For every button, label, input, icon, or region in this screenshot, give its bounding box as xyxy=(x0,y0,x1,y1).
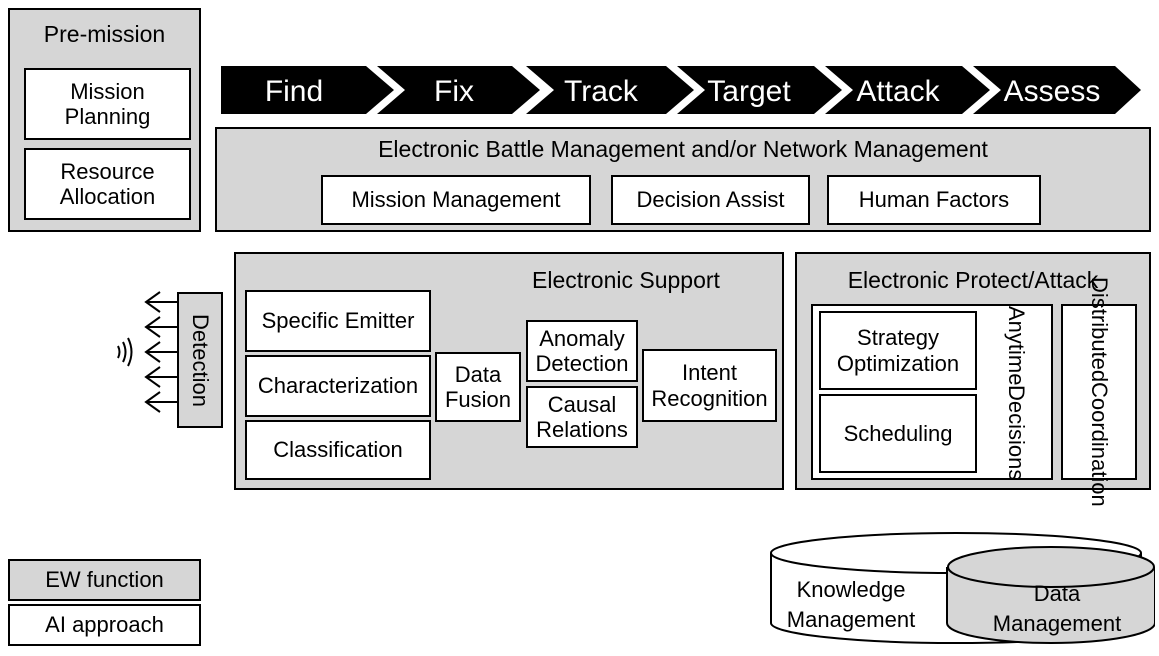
characterization-box: Characterization xyxy=(245,355,431,417)
causal-relations-line1: Causal xyxy=(547,391,617,417)
human-factors-box: Human Factors xyxy=(827,175,1041,225)
legend-ai-approach: AI approach xyxy=(8,604,201,646)
antenna-array xyxy=(117,291,178,413)
epa-title: Electronic Protect/Attack xyxy=(847,267,1099,293)
distributed-coordination-line1: Distributed xyxy=(1087,277,1113,383)
ebm-title: Electronic Battle Management and/or Netw… xyxy=(378,136,988,162)
classification-box: Classification xyxy=(245,420,431,480)
resource-allocation-line2: Allocation xyxy=(59,184,156,209)
anytime-decisions-line2: Decisions xyxy=(1004,385,1030,481)
strategy-optimization-line2: Optimization xyxy=(836,350,960,376)
intent-recognition-line1: Intent xyxy=(681,360,738,386)
causal-relations-line2: Relations xyxy=(536,417,628,442)
chevron-track xyxy=(526,66,694,114)
data-management-line1: Data xyxy=(1034,581,1081,606)
data-management-line2: Management xyxy=(993,611,1121,636)
premission-title: Pre-mission xyxy=(43,21,166,47)
scheduling-box: Scheduling xyxy=(819,394,977,473)
kill-chain: Find Fix Track Target Attack Assess xyxy=(221,66,1141,114)
chevron-attack xyxy=(825,66,990,114)
data-cylinder-body xyxy=(946,567,1155,644)
chevron-fix xyxy=(377,66,540,114)
legend-ew-function: EW function xyxy=(8,559,201,601)
es-title: Electronic Support xyxy=(532,267,720,293)
knowledge-management-line2: Management xyxy=(787,607,915,632)
knowledge-management-line1: Knowledge xyxy=(797,577,906,602)
resource-allocation-box: Resource Allocation xyxy=(24,148,191,220)
anomaly-detection-line2: Detection xyxy=(535,351,629,376)
chevron-assess-label: Assess xyxy=(1004,75,1101,108)
chevron-track-label: Track xyxy=(564,75,639,108)
storage-cylinders: Knowledge Management Data Management xyxy=(770,532,1155,644)
detection-box: Detection xyxy=(177,292,223,428)
anytime-decisions-label: Anytime Decisions xyxy=(983,306,1049,481)
decision-assist-box: Decision Assist xyxy=(611,175,810,225)
chevron-target-label: Target xyxy=(707,75,791,108)
chevron-find xyxy=(221,66,394,114)
mission-planning-line1: Mission xyxy=(70,78,145,104)
distributed-coordination-line2: Coordination xyxy=(1087,382,1113,507)
chevron-find-label: Find xyxy=(265,75,323,108)
strategy-optimization-line1: Strategy xyxy=(857,325,939,351)
strategy-optimization-box: Strategy Optimization xyxy=(819,311,977,390)
specific-emitter-box: Specific Emitter xyxy=(245,290,431,352)
anytime-decisions-line1: Anytime xyxy=(1004,305,1030,386)
chevron-target xyxy=(677,66,842,114)
premission-panel: Pre-mission Mission Planning Resource Al… xyxy=(8,8,201,232)
chevron-attack-label: Attack xyxy=(856,75,940,108)
causal-relations-box: Causal Relations xyxy=(526,386,638,448)
mission-management-box: Mission Management xyxy=(321,175,591,225)
anomaly-detection-box: Anomaly Detection xyxy=(526,320,638,382)
epa-panel: Electronic Protect/Attack Strategy Optim… xyxy=(795,252,1151,507)
es-panel: Electronic Support Specific Emitter Char… xyxy=(234,252,784,490)
resource-allocation-line1: Resource xyxy=(60,158,155,184)
intent-recognition-box: Intent Recognition xyxy=(642,349,777,422)
distributed-coordination-box: Distributed Coordination xyxy=(1061,277,1137,507)
mission-planning-line2: Planning xyxy=(64,104,151,129)
data-cylinder-top xyxy=(947,546,1155,588)
mission-planning-box: Mission Planning xyxy=(24,68,191,140)
data-fusion-box: Data Fusion xyxy=(435,352,521,422)
data-fusion-line1: Data xyxy=(454,361,502,387)
data-fusion-line2: Fusion xyxy=(444,387,512,412)
anomaly-detection-line1: Anomaly xyxy=(539,325,625,351)
chevron-fix-label: Fix xyxy=(434,75,474,108)
anytime-decisions-box: Strategy Optimization Scheduling Anytime… xyxy=(811,304,1053,480)
intent-recognition-line2: Recognition xyxy=(651,385,768,411)
chevron-assess xyxy=(973,66,1141,114)
ebm-panel: Electronic Battle Management and/or Netw… xyxy=(215,127,1151,232)
